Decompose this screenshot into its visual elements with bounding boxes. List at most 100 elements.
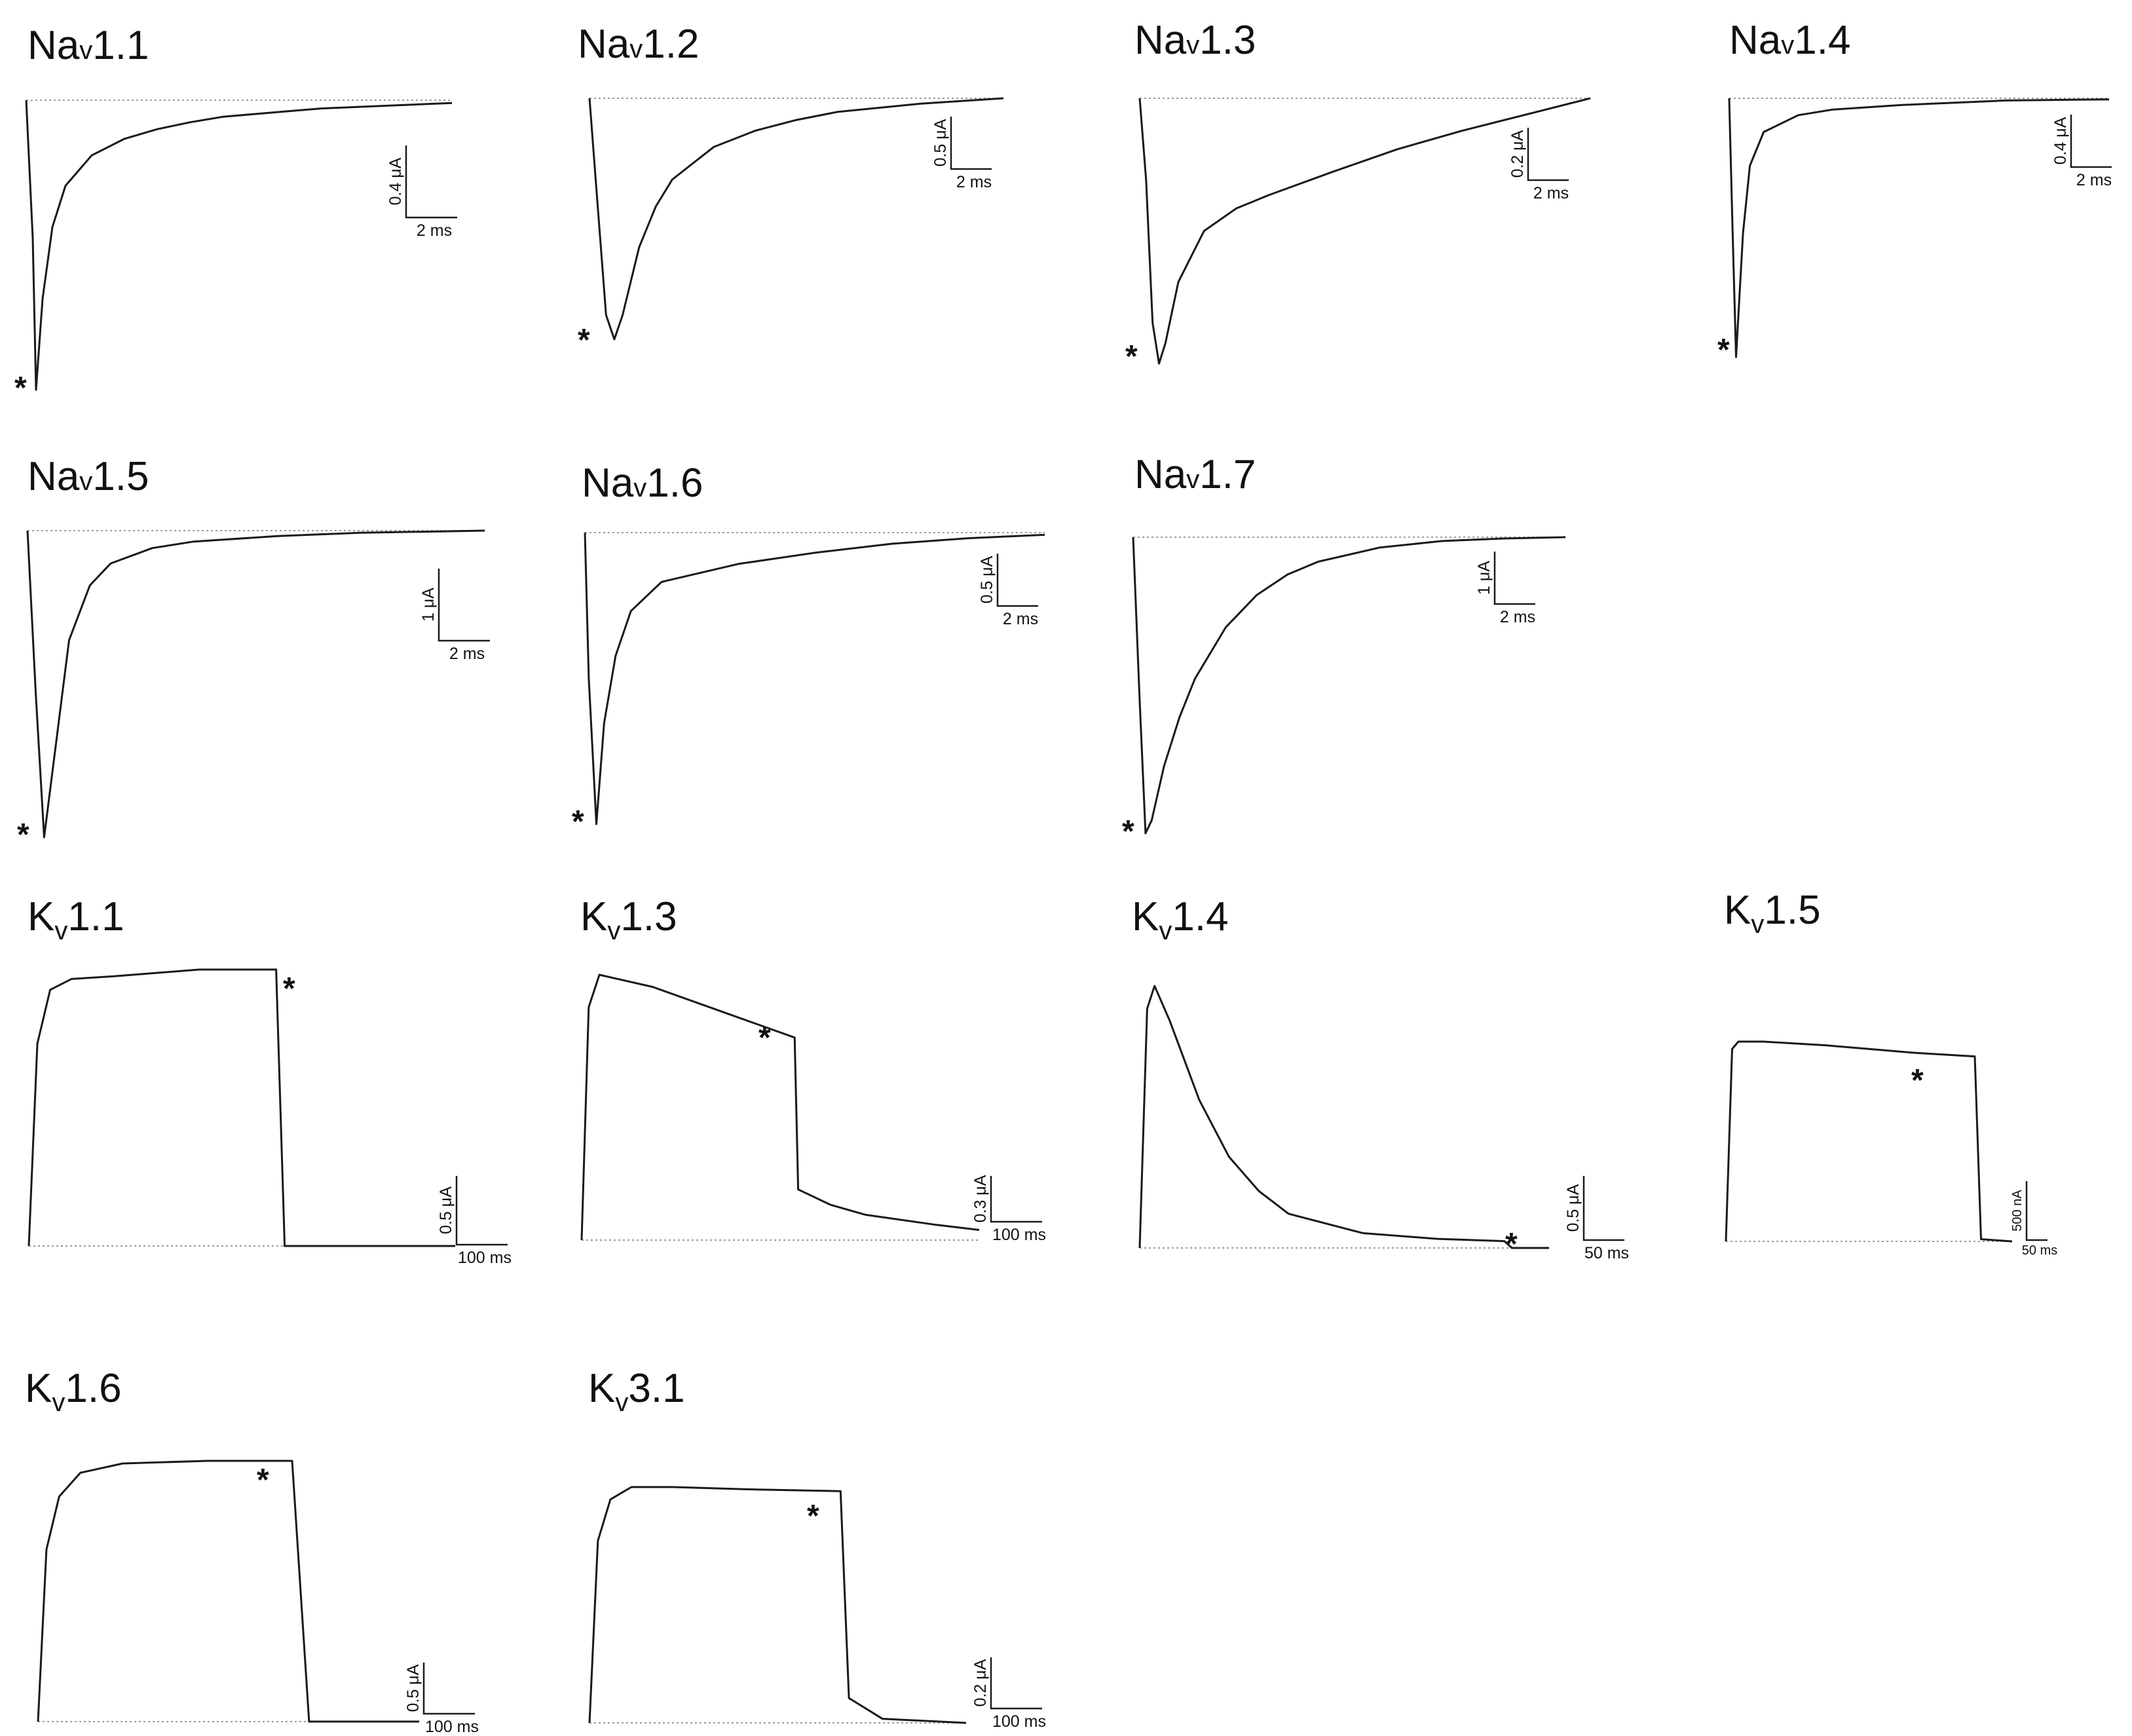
peak-asterisk: * — [14, 371, 27, 406]
peak-asterisk: * — [1505, 1227, 1518, 1262]
title-subscript: v — [607, 916, 620, 945]
scale-bar-x-label: 2 ms — [1533, 184, 1569, 202]
panel-title: Kv3.1 — [588, 1366, 685, 1417]
title-number: 1.5 — [1764, 888, 1820, 933]
panel-title: Kv1.6 — [25, 1366, 122, 1417]
title-main: K — [25, 1366, 52, 1411]
title-number: 1.1 — [92, 23, 149, 68]
title-main: K — [28, 894, 54, 939]
title-main: Na — [582, 461, 634, 506]
panel-title: Nav1.4 — [1729, 18, 1850, 63]
title-main: Na — [1134, 452, 1187, 497]
current-trace — [588, 1486, 967, 1724]
current-trace — [37, 1460, 419, 1723]
panel-title: Nav1.2 — [578, 22, 699, 67]
scale-bar-x-label: 50 ms — [1584, 1244, 1629, 1262]
current-trace — [28, 968, 455, 1247]
peak-asterisk: * — [1122, 814, 1134, 849]
scale-bar-x-label: 100 ms — [992, 1712, 1046, 1731]
title-subscript: v — [629, 35, 643, 64]
scale-bar-y-label: 0.3 μA — [971, 1175, 990, 1222]
title-number: 1.6 — [646, 461, 703, 506]
scale-bar-y-label: 0.5 μA — [1564, 1184, 1582, 1232]
scale-bar-y-label: 0.5 μA — [931, 119, 950, 166]
panel-nav11: Nav1.1 0.4 μA 2 ms * — [14, 23, 457, 406]
title-number: 3.1 — [628, 1366, 684, 1411]
current-trace — [25, 100, 453, 391]
current-trace — [1132, 536, 1566, 835]
panel-title: Nav1.5 — [28, 454, 149, 499]
scale-bar-x-label: 100 ms — [992, 1226, 1046, 1244]
peak-asterisk: * — [257, 1463, 269, 1498]
peak-asterisk: * — [283, 972, 295, 1006]
scale-bar-y-label: 0.2 μA — [971, 1659, 990, 1707]
current-trace — [1725, 1040, 2013, 1243]
scale-bar — [990, 1657, 1042, 1710]
scale-bar-x-label: 100 ms — [458, 1249, 512, 1267]
title-subscript: v — [1159, 916, 1172, 945]
title-main: K — [1724, 888, 1751, 933]
title-subscript: v — [79, 36, 92, 65]
current-trace — [1728, 98, 2110, 358]
panel-title: Kv1.1 — [28, 894, 124, 945]
panel-title: Kv1.3 — [580, 894, 677, 945]
peak-asterisk: * — [1717, 333, 1730, 368]
scale-bar-x-label: 2 ms — [417, 221, 452, 240]
scale-bar-x-label: 100 ms — [425, 1718, 479, 1736]
title-main: Na — [28, 23, 80, 68]
scale-bar-y-label: 0.2 μA — [1508, 130, 1527, 178]
panel-nav15: Nav1.51 μA2 ms* — [17, 454, 490, 852]
scale-bar-y-label: 1 μA — [1475, 561, 1493, 595]
title-number: 1.6 — [65, 1366, 121, 1411]
scale-bar-y-label: 0.4 μA — [2051, 117, 2070, 164]
peak-asterisk: * — [1125, 339, 1138, 374]
title-main: K — [588, 1366, 615, 1411]
panel-title: Kv1.5 — [1724, 888, 1821, 939]
scale-bar-y-label: 0.5 μA — [437, 1186, 455, 1234]
scale-bar — [455, 1176, 508, 1246]
scale-bar-x-label: 2 ms — [2076, 171, 2112, 189]
scale-bar-y-label: 0.4 μA — [386, 157, 405, 205]
scale-bar — [405, 145, 457, 219]
peak-asterisk: * — [572, 804, 584, 839]
scale-bar-x-label: 2 ms — [1500, 608, 1535, 626]
title-main: K — [1132, 894, 1159, 939]
current-trace — [588, 97, 1004, 341]
scale-bar-y-label: 0.5 μA — [978, 556, 996, 603]
scale-bar — [996, 554, 1038, 607]
panel-nav16: Nav1.60.5 μA2 ms* — [572, 461, 1045, 839]
scale-bar — [2070, 115, 2112, 168]
scale-bar-x-label: 50 ms — [2022, 1243, 2057, 1258]
title-main: K — [580, 894, 607, 939]
title-main: Na — [1729, 18, 1782, 63]
current-trace — [584, 532, 1045, 825]
scale-bar — [438, 569, 490, 642]
scale-bar — [422, 1663, 475, 1715]
scale-bar — [990, 1176, 1042, 1223]
title-main: Na — [28, 454, 80, 499]
scale-bar — [950, 117, 992, 170]
current-trace — [1138, 97, 1591, 365]
title-number: 1.3 — [620, 894, 677, 939]
scale-bar — [1582, 1176, 1624, 1241]
title-subscript: v — [1186, 465, 1199, 494]
title-number: 1.5 — [92, 454, 149, 499]
title-subscript: v — [1781, 31, 1794, 60]
peak-asterisk: * — [758, 1021, 771, 1055]
panel-title: Kv1.4 — [1132, 894, 1229, 945]
current-trace — [580, 973, 980, 1241]
title-subscript: v — [1186, 31, 1199, 60]
title-number: 1.7 — [1199, 452, 1256, 497]
peak-asterisk: * — [807, 1499, 819, 1534]
scale-bar-x-label: 2 ms — [449, 645, 485, 663]
scale-bar-y-label: 500 nA — [2010, 1190, 2025, 1232]
scale-bar — [1493, 552, 1535, 605]
scale-bar — [2025, 1181, 2048, 1241]
panel-nav17: Nav1.7 1 μA 2 ms * — [1122, 452, 1566, 849]
panel-title: Nav1.3 — [1134, 18, 1256, 63]
